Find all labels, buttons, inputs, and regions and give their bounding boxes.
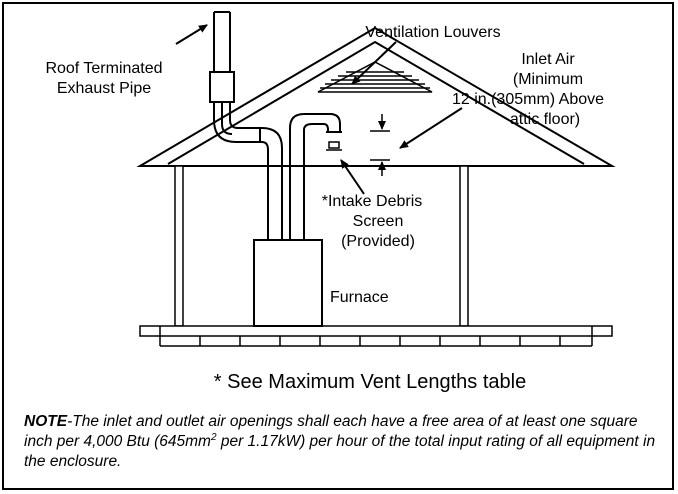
label-inlet-air-line-1: Inlet Air — [521, 51, 575, 68]
label-debris-screen-line-1: *Intake Debris — [322, 193, 423, 210]
note-text-1: -The inlet and outlet air openings shall… — [24, 413, 638, 450]
ventilation-louvers — [317, 61, 433, 93]
label-roof-exhaust-line-2: Exhaust Pipe — [57, 80, 151, 97]
floor — [139, 325, 613, 347]
label-roof-exhaust-line-1: Roof Terminated — [45, 60, 162, 77]
label-debris-screen-line-3: (Provided) — [341, 233, 415, 250]
intake-pipe — [289, 113, 342, 240]
intake-debris-screen — [326, 141, 342, 151]
label-ventilation-louvers: Ventilation Louvers — [365, 24, 500, 41]
label-inlet-air-line-2: (Minimum — [513, 71, 583, 88]
clearance-dimension — [370, 114, 390, 176]
label-inlet-air-line-4: attic floor) — [510, 111, 580, 128]
roof — [136, 26, 616, 167]
label-debris-screen-line-2: Screen — [353, 213, 404, 230]
note-label: NOTE — [24, 413, 68, 430]
furnace — [253, 239, 323, 327]
note-superscript: 2 — [210, 431, 217, 443]
labels: Roof Terminated Exhaust Pipe Ventilation… — [45, 24, 604, 393]
exhaust-pipe — [209, 11, 283, 240]
note-text-2: per 1.17kW) per hour of the total input … — [24, 433, 656, 470]
note-paragraph: NOTE-The inlet and outlet air openings s… — [24, 412, 664, 472]
figure-frame — [2, 2, 674, 490]
label-inlet-air-line-3: 12 in.(305mm) Above — [452, 91, 604, 108]
label-furnace: Furnace — [330, 289, 389, 306]
leader-arrows — [175, 24, 463, 195]
footnote-vent-lengths: * See Maximum Vent Lengths table — [214, 371, 526, 393]
